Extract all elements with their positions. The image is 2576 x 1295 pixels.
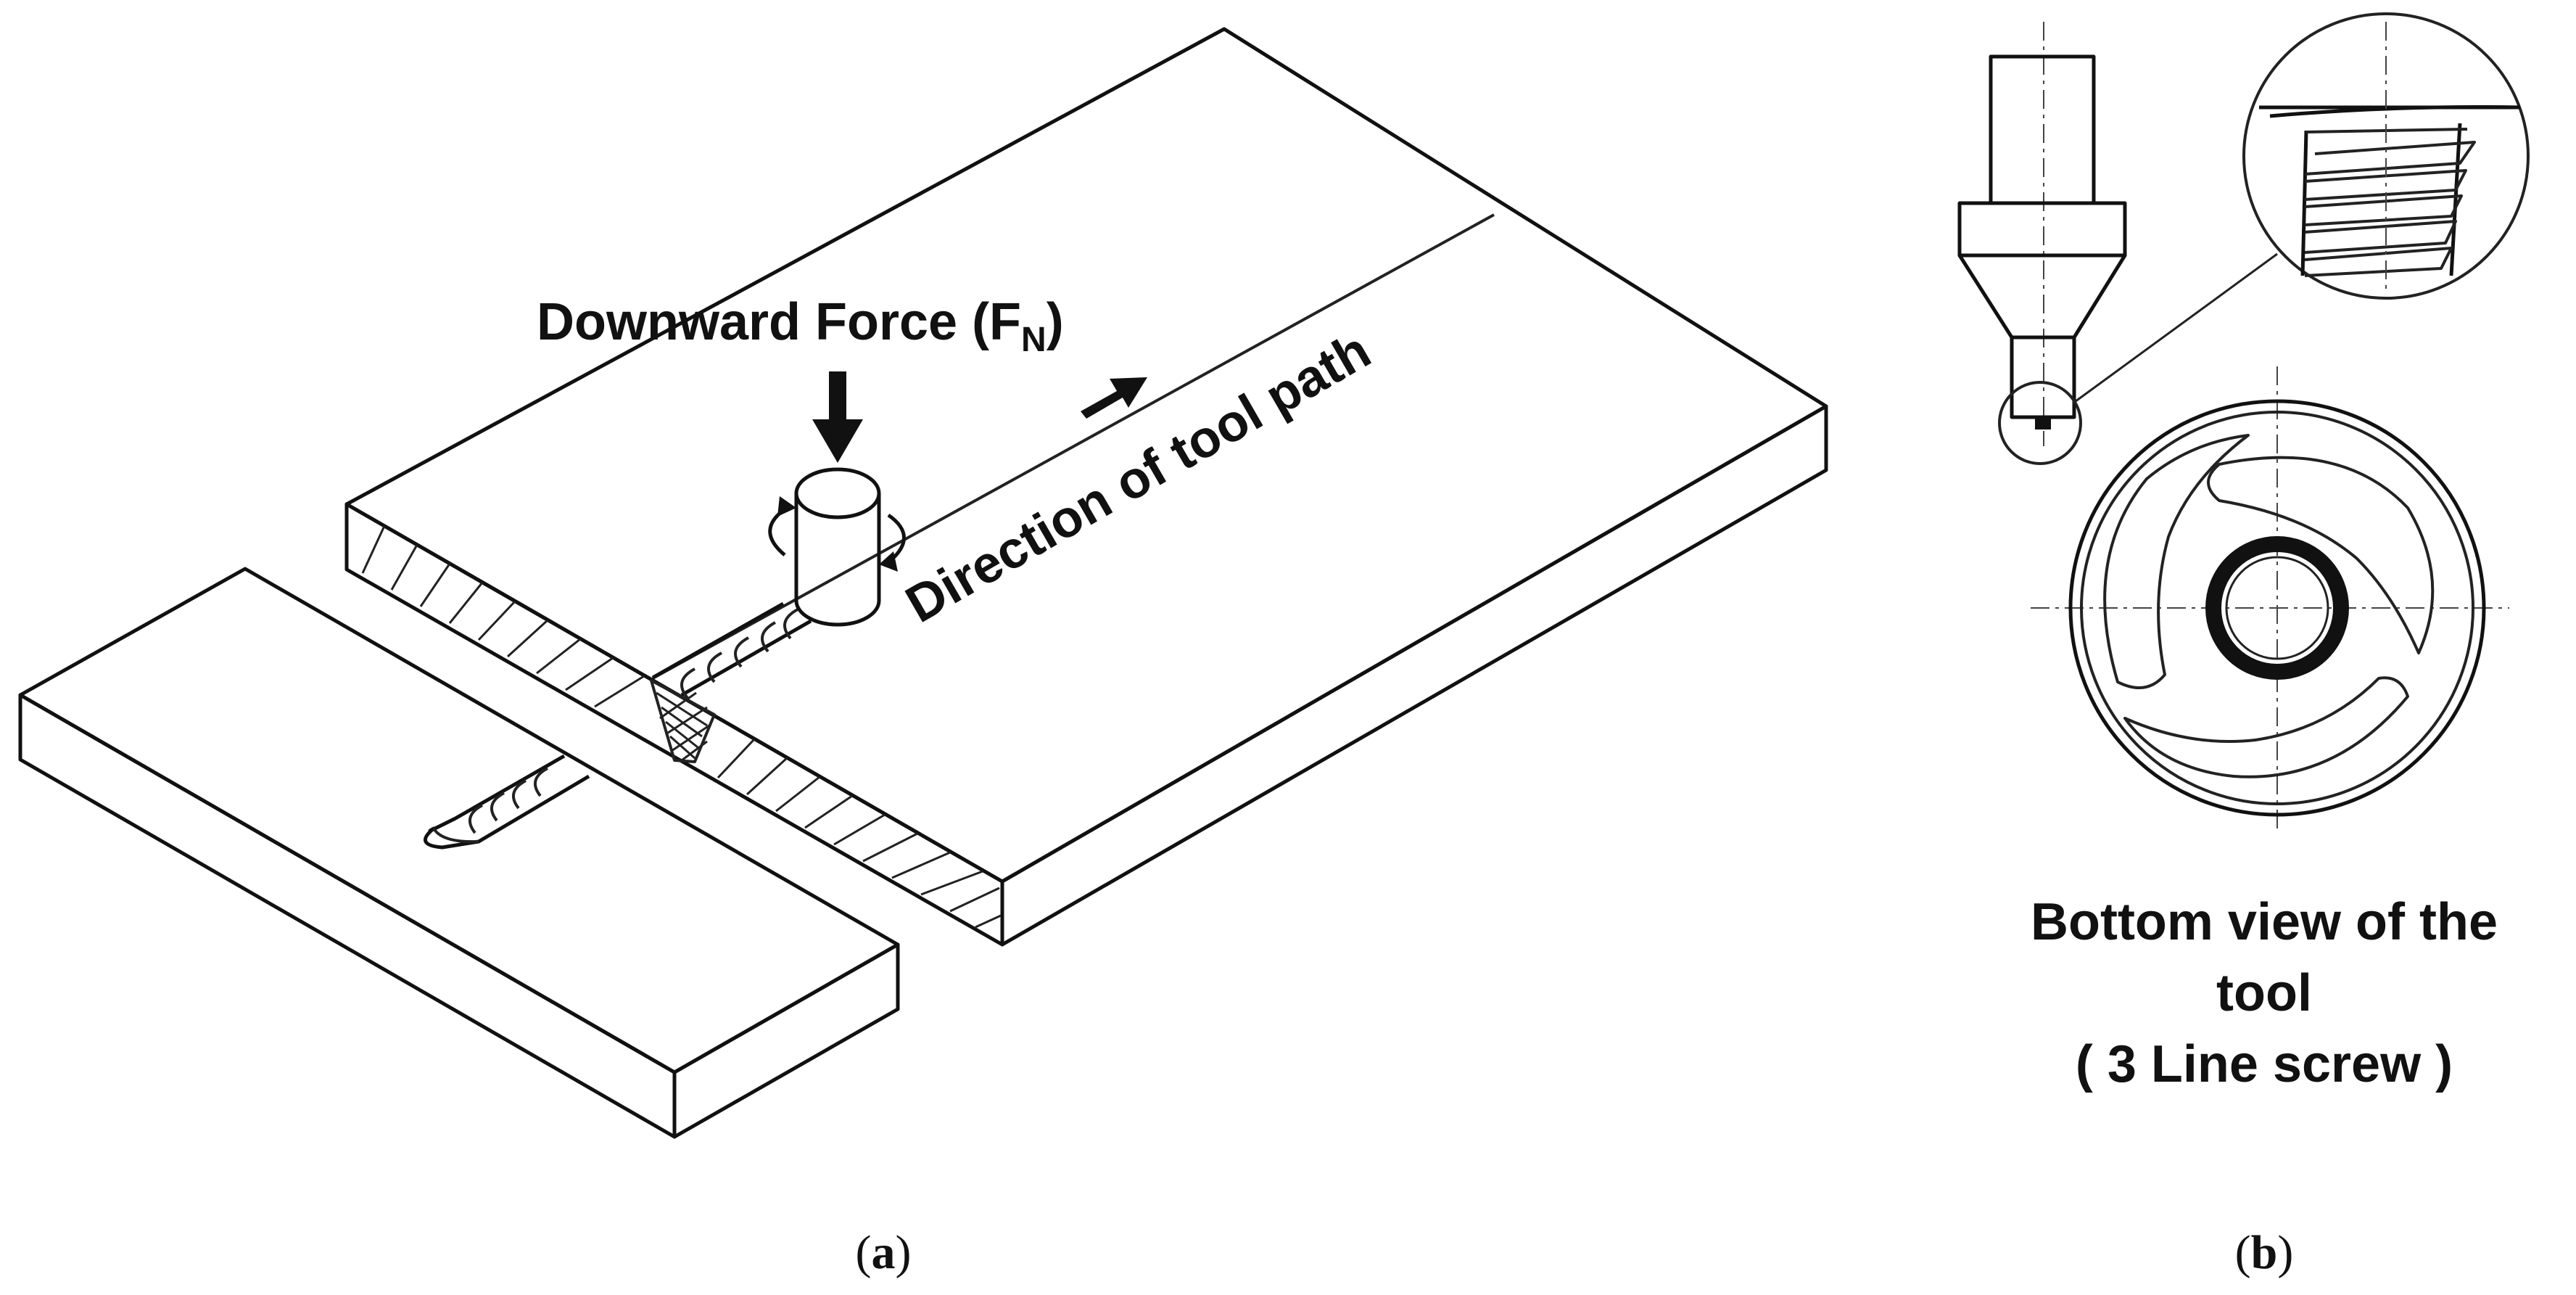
panel-b-diagram: Bottom view of the tool ( 3 Line screw )… xyxy=(1957,12,2530,1279)
force-label-main: Downward Force (F xyxy=(537,293,1021,351)
tool-bottom-view xyxy=(2031,366,2509,834)
force-label-close: ) xyxy=(1046,293,1064,351)
tool-cylinder xyxy=(794,467,881,627)
main-weld-bead xyxy=(651,601,812,699)
bottom-view-label-line1: Bottom view of the xyxy=(2031,893,2498,951)
panel-a-diagram: Downward Force (FN) Direction of tool pa… xyxy=(18,27,1828,1279)
detail-callout xyxy=(1998,252,2278,465)
stir-zone xyxy=(650,679,716,763)
front-face-hatching xyxy=(361,525,1002,929)
caption-a-letter: a xyxy=(872,1226,896,1279)
bottom-view-label: Bottom view of the tool ( 3 Line screw ) xyxy=(2031,893,2498,1093)
direction-label: Direction of tool path xyxy=(896,321,1380,634)
left-plate-weld-bead xyxy=(424,754,590,850)
rotation-arrows-icon xyxy=(768,496,906,572)
right-up-arrow-icon xyxy=(1081,377,1147,419)
tool-side-view xyxy=(1957,22,2127,446)
caption-b: (b) xyxy=(2235,1226,2294,1279)
bottom-view-label-line2: tool xyxy=(2216,964,2312,1022)
caption-a: (a) xyxy=(856,1226,912,1279)
left-plate xyxy=(18,567,900,1139)
down-arrow-icon xyxy=(812,371,863,463)
caption-b-letter: b xyxy=(2251,1226,2278,1279)
right-plate xyxy=(344,27,1828,947)
screw-detail-view xyxy=(2242,12,2530,300)
bottom-view-label-line3: ( 3 Line screw ) xyxy=(2076,1035,2453,1093)
force-label: Downward Force (FN) xyxy=(537,293,1064,359)
force-label-subscript: N xyxy=(1021,321,1046,359)
